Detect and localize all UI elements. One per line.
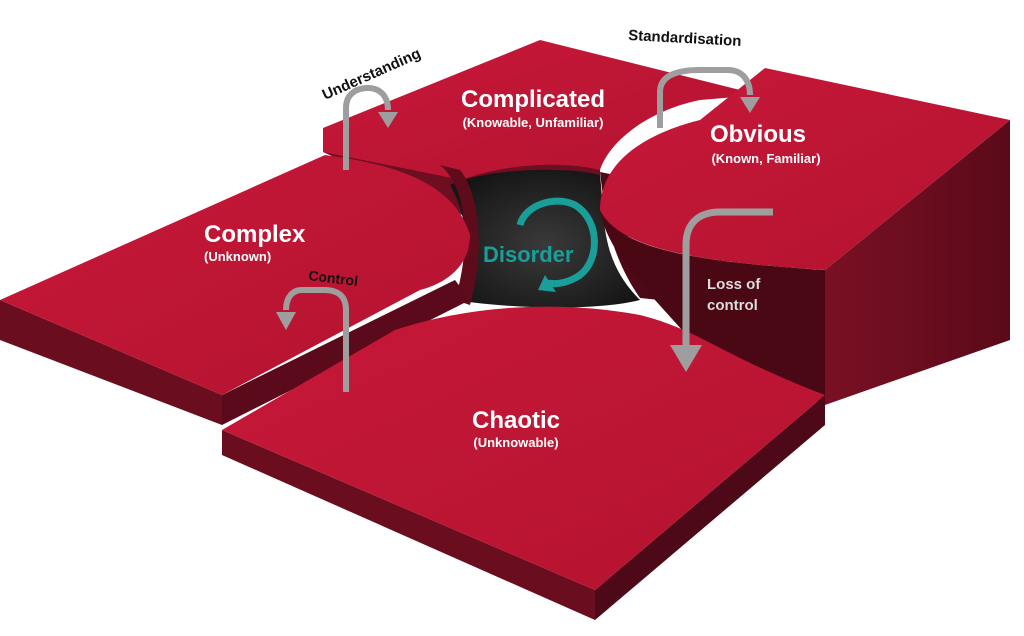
standardisation-arrow <box>657 67 753 128</box>
obvious-block <box>600 68 1010 405</box>
complicated-subtitle: (Knowable, Unfamiliar) <box>463 115 604 130</box>
understanding-arrow <box>343 84 391 170</box>
complex-subtitle: (Unknown) <box>204 249 271 264</box>
complex-title: Complex <box>204 221 306 248</box>
loss-of-control-label-line2: control <box>707 297 758 314</box>
disorder-pit <box>450 169 640 308</box>
chaotic-subtitle: (Unknowable) <box>473 435 558 450</box>
obvious-title: Obvious <box>710 121 806 148</box>
obvious-subtitle: (Known, Familiar) <box>711 151 820 166</box>
control-arrow <box>283 287 349 392</box>
chaotic-title: Chaotic <box>472 407 560 434</box>
control-label: Control <box>308 267 359 289</box>
loss-of-control-label-line1: Loss of <box>707 276 761 293</box>
loss-of-control-arrow <box>682 208 773 345</box>
chaotic-block <box>222 306 825 620</box>
standardisation-label: Standardisation <box>628 27 742 50</box>
disorder-cycle <box>516 197 598 292</box>
disorder-cycle-arrow <box>516 197 598 288</box>
complicated-title: Complicated <box>461 86 605 113</box>
disorder-label: Disorder <box>483 242 574 267</box>
